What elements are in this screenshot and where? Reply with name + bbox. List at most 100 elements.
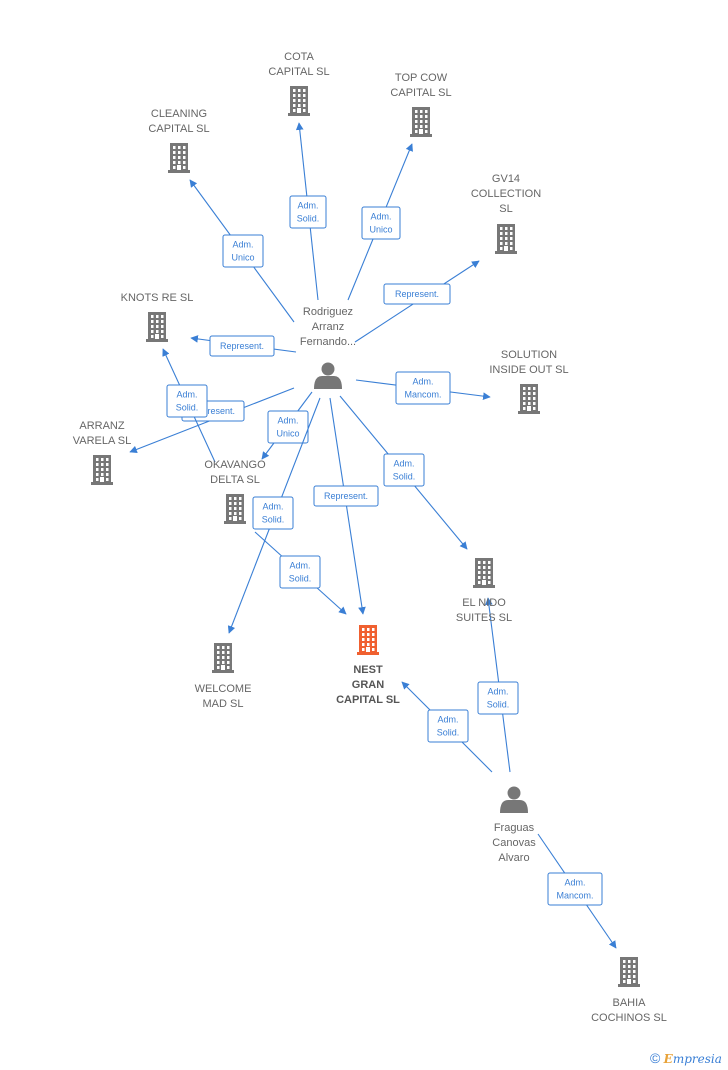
relation-label-text: Adm. bbox=[262, 502, 283, 512]
node-label: Rodriguez bbox=[303, 306, 353, 318]
node-label: ARRANZ bbox=[79, 420, 125, 432]
relation-label-text: Adm. bbox=[437, 715, 458, 725]
node-okavango[interactable]: OKAVANGO DELTA SL bbox=[204, 459, 266, 524]
building-icon bbox=[357, 625, 379, 655]
node-label: COLLECTION bbox=[471, 188, 541, 200]
relation-label-text: Mancom. bbox=[404, 390, 441, 400]
relation-label[interactable]: Adm.Unico bbox=[361, 206, 401, 240]
node-label: Fraguas bbox=[494, 822, 535, 834]
relation-label-text: Adm. bbox=[412, 377, 433, 387]
node-label: INSIDE OUT SL bbox=[489, 364, 568, 376]
edge-rodriguez-elnido: Adm.Solid. bbox=[339, 395, 468, 550]
node-label: OKAVANGO bbox=[204, 459, 266, 471]
person-icon bbox=[500, 786, 528, 813]
node-label: NEST bbox=[353, 664, 383, 676]
node-label: SOLUTION bbox=[501, 349, 557, 361]
relation-label[interactable]: Represent. bbox=[383, 283, 451, 305]
edge-fraguas-nest: Adm. Solid. bbox=[401, 681, 493, 773]
building-icon bbox=[518, 384, 540, 414]
node-label: EL NIDO bbox=[462, 597, 506, 609]
logo-initial: E bbox=[663, 1052, 673, 1066]
edge-rodriguez-nest: Represent. bbox=[313, 397, 379, 615]
relation-label-text: Unico bbox=[369, 225, 392, 235]
building-icon bbox=[212, 643, 234, 673]
relation-label-text: Unico bbox=[276, 429, 299, 439]
edge-rodriguez-cota: Adm.Solid. bbox=[289, 122, 327, 301]
building-icon bbox=[618, 957, 640, 987]
copyright-symbol: © bbox=[650, 1050, 661, 1066]
edge-rodriguez-cleaning: Adm.Unico bbox=[189, 179, 295, 323]
relation-label-text: Adm. bbox=[487, 687, 508, 697]
node-label: SL bbox=[499, 203, 512, 215]
relation-label-box bbox=[427, 709, 469, 743]
relation-label[interactable]: Adm.Solid. bbox=[383, 453, 425, 487]
relation-label[interactable]: Adm. Mancom. bbox=[395, 371, 451, 405]
node-solution[interactable]: SOLUTION INSIDE OUT SL bbox=[489, 349, 569, 414]
relation-label[interactable]: Adm.Solid. bbox=[279, 555, 321, 589]
relation-label[interactable]: Adm.Solid. bbox=[477, 681, 519, 715]
relation-label-text: Solid. bbox=[176, 403, 199, 413]
node-bahia[interactable]: BAHIA COCHINOS SL bbox=[591, 957, 667, 1024]
relation-label-text: Represent. bbox=[395, 289, 439, 299]
relation-label-box bbox=[383, 283, 451, 305]
edges-layer: Adm.Solid.Adm.UnicoAdm.UnicoRepresent.Re… bbox=[129, 122, 617, 949]
node-label: CAPITAL SL bbox=[336, 694, 400, 706]
relation-label-box bbox=[252, 496, 294, 530]
node-label: TOP COW bbox=[395, 72, 448, 84]
edge-fraguas-bahia: Adm.Mancom. bbox=[537, 833, 617, 949]
relation-label[interactable]: Adm. Unico bbox=[267, 410, 309, 444]
node-label: BAHIA bbox=[612, 997, 646, 1009]
node-label: MAD SL bbox=[203, 698, 244, 710]
relation-label-box bbox=[166, 384, 208, 418]
node-topcow[interactable]: TOP COW CAPITAL SL bbox=[390, 72, 452, 137]
node-rodriguez[interactable]: RodriguezArranzFernando... bbox=[300, 306, 356, 389]
relation-label[interactable]: Adm. Solid. bbox=[427, 709, 469, 743]
relation-label[interactable]: Adm.Solid. bbox=[289, 195, 327, 229]
node-label: CAPITAL SL bbox=[148, 123, 209, 135]
building-icon bbox=[288, 86, 310, 116]
relation-label-text: Adm. bbox=[277, 416, 298, 426]
relation-label-text: Adm. bbox=[232, 240, 253, 250]
relation-label[interactable]: Represent. bbox=[209, 335, 275, 357]
relation-label-box bbox=[222, 234, 264, 268]
node-label: COCHINOS SL bbox=[591, 1012, 667, 1024]
building-icon bbox=[224, 494, 246, 524]
relation-label-text: Represent. bbox=[220, 341, 264, 351]
relation-label-box bbox=[383, 453, 425, 487]
node-label: DELTA SL bbox=[210, 474, 260, 486]
node-label: WELCOME bbox=[195, 683, 252, 695]
edge-okavango-nest: Adm.Solid. bbox=[254, 531, 347, 615]
relation-label[interactable]: Adm.Solid. bbox=[252, 496, 294, 530]
relation-label-text: Adm. bbox=[564, 878, 585, 888]
building-icon bbox=[495, 224, 517, 254]
node-label: CAPITAL SL bbox=[390, 87, 451, 99]
relation-label[interactable]: Adm.Solid. bbox=[166, 384, 208, 418]
relation-label-box bbox=[267, 410, 309, 444]
relation-label-text: Adm. bbox=[289, 561, 310, 571]
node-welcome[interactable]: WELCOME MAD SL bbox=[195, 643, 252, 710]
relation-label-text: Represent. bbox=[191, 406, 235, 416]
relation-label-box bbox=[477, 681, 519, 715]
node-knots[interactable]: KNOTS RE SL bbox=[121, 292, 194, 342]
relation-label[interactable]: Adm.Unico bbox=[222, 234, 264, 268]
building-icon bbox=[168, 143, 190, 173]
relation-label-text: Solid. bbox=[297, 214, 320, 224]
node-arranz[interactable]: ARRANZ VARELA SL bbox=[73, 420, 132, 485]
building-icon bbox=[91, 455, 113, 485]
relation-label-text: Solid. bbox=[393, 472, 416, 482]
edge-rodriguez-topcow: Adm.Unico bbox=[347, 143, 413, 301]
relation-label-box bbox=[209, 335, 275, 357]
person-icon bbox=[314, 362, 342, 389]
edge-rodriguez-knots: Represent. bbox=[190, 335, 297, 357]
node-label: VARELA SL bbox=[73, 435, 132, 447]
logo-text: mpresia bbox=[672, 1052, 722, 1066]
relation-label-text: Solid. bbox=[437, 728, 460, 738]
relation-label[interactable]: Adm.Mancom. bbox=[547, 872, 603, 906]
relation-label[interactable]: Represent. bbox=[313, 485, 379, 507]
